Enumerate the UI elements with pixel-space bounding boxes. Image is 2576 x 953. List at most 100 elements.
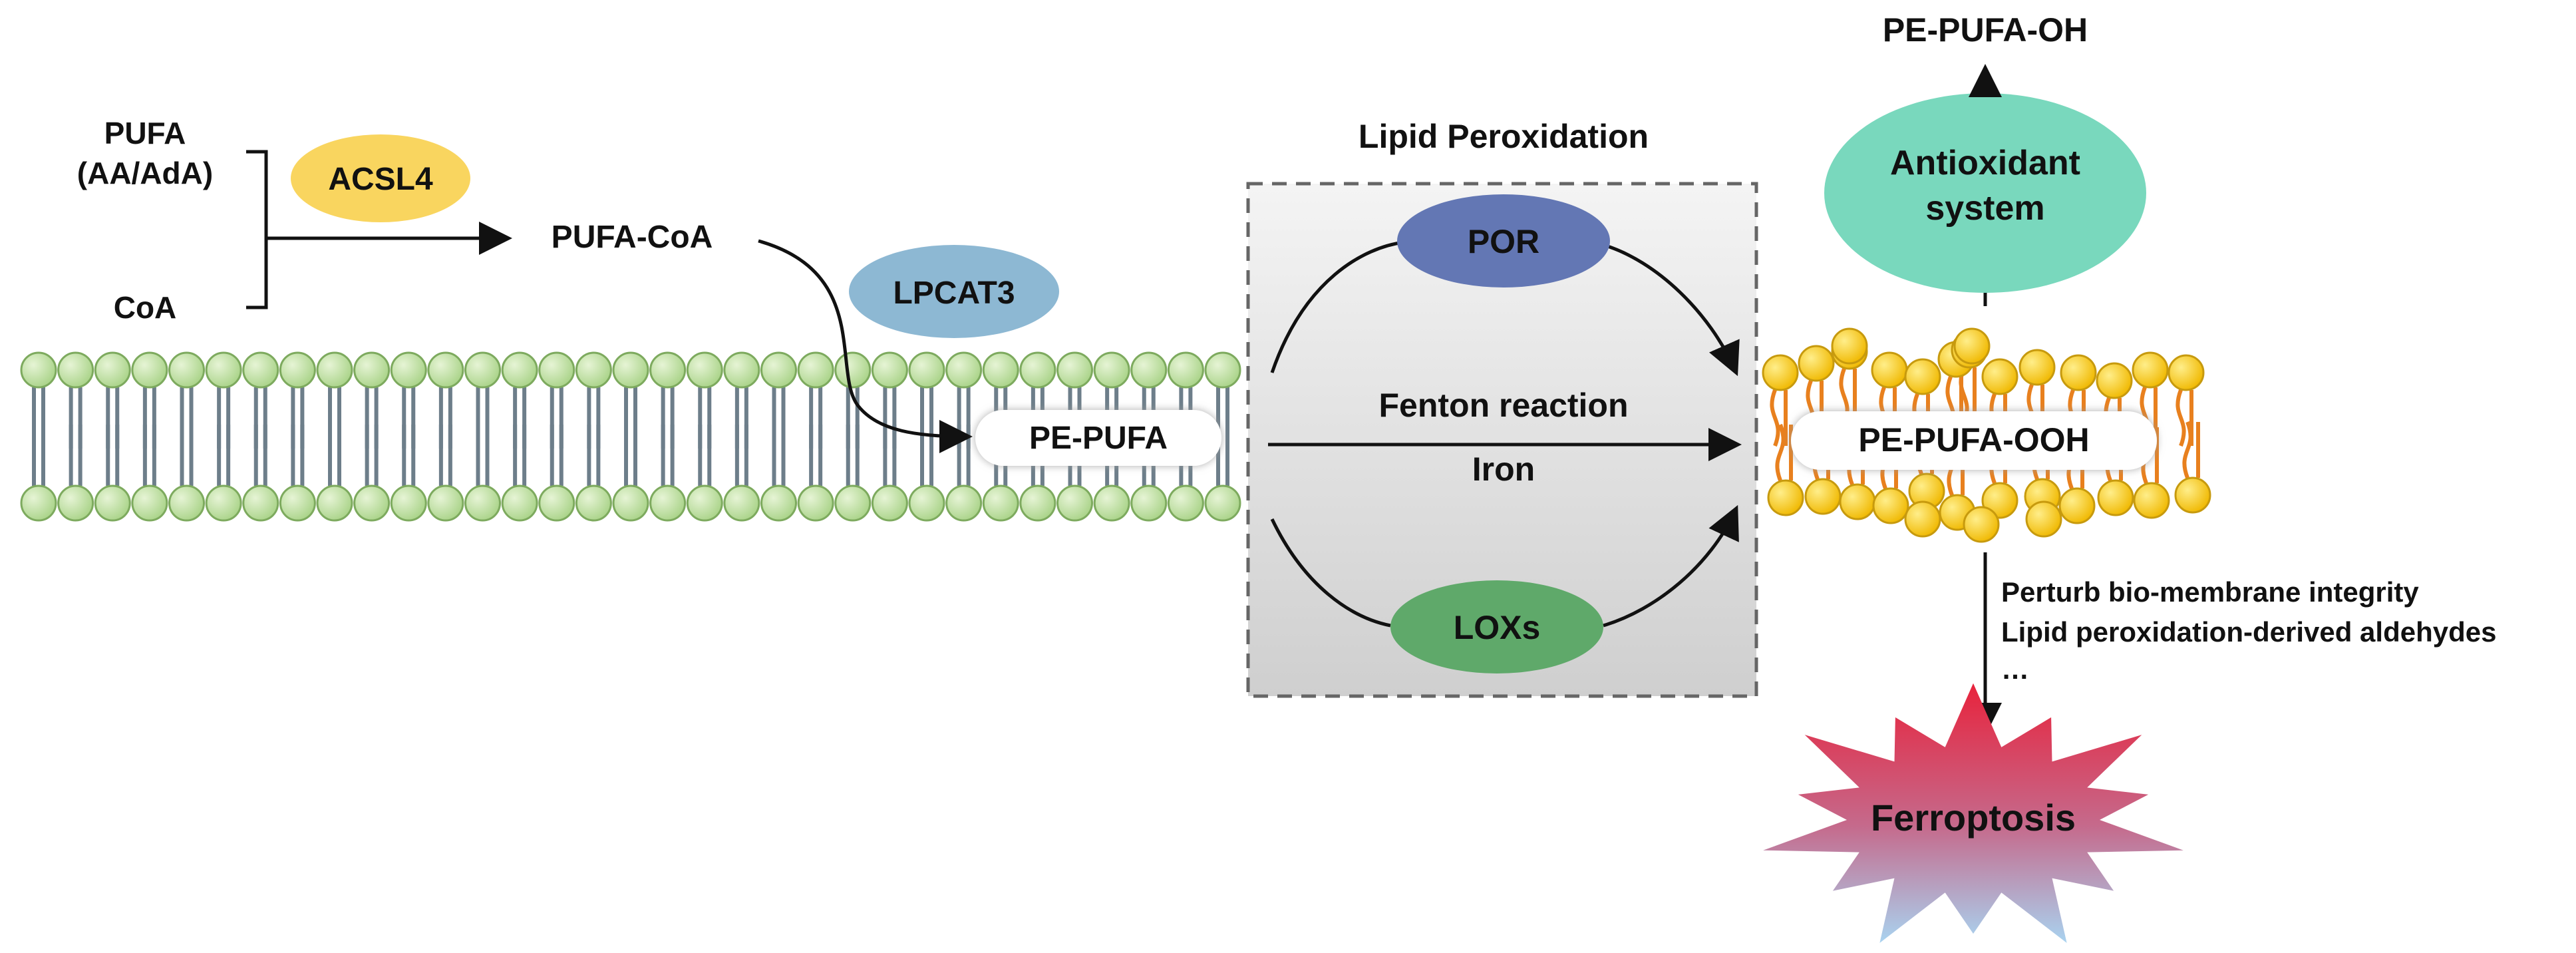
lipid-head: [94, 484, 131, 522]
lipid-tail: [180, 425, 194, 486]
lipid-head: [945, 351, 983, 389]
lipid-head: [464, 484, 501, 522]
lipid-head: [1019, 351, 1056, 389]
pufa-label: PUFA: [104, 116, 186, 150]
lipid-head: [390, 484, 427, 522]
lipid-head: [353, 484, 391, 522]
lipid-head: [945, 484, 983, 522]
lipid-tail-oxidized: [2182, 421, 2200, 479]
lipid-head: [982, 484, 1019, 522]
lipid-tail: [587, 425, 601, 486]
lipid-head: [242, 351, 279, 389]
lipid-head: [1056, 351, 1093, 389]
lipid-head: [316, 351, 353, 389]
lipid-head-oxidized: [1872, 487, 1909, 524]
pufa-coa-label: PUFA-CoA: [552, 220, 713, 255]
lipid-head: [427, 484, 464, 522]
lipid-head-oxidized: [1904, 500, 1941, 538]
loxs-enzyme: [1390, 580, 1603, 673]
lipid-head: [316, 484, 353, 522]
lipid-head: [279, 351, 316, 389]
lpcat3-label: LPCAT3: [893, 276, 1015, 311]
lipid-head: [760, 351, 797, 389]
lpcat3-enzyme: [849, 245, 1059, 338]
lipid-tail: [402, 425, 416, 486]
loxs-label: LOXs: [1454, 609, 1541, 646]
lipid-tail: [106, 425, 120, 486]
lipid-head: [871, 351, 908, 389]
lipid-tail: [142, 425, 156, 486]
lipid-tail: [32, 425, 45, 486]
consequence-ellipsis: …: [2001, 654, 2029, 685]
antioxidant-label-line2: system: [1925, 189, 2044, 228]
lipid-head-oxidized: [2097, 479, 2134, 516]
lipid-tail: [809, 425, 823, 486]
lipid-head-oxidized: [2018, 349, 2056, 386]
por-arrow: [1270, 240, 1735, 373]
lipid-tail: [550, 425, 564, 486]
lipid-head: [501, 351, 538, 389]
lipid-head: [797, 484, 834, 522]
lipid-head: [575, 351, 612, 389]
lipid-head: [871, 484, 908, 522]
lipid-head: [686, 351, 723, 389]
antioxidant-label-line1: Antioxidant: [1890, 144, 2080, 182]
lipid-tail: [846, 425, 860, 486]
lipid-head: [723, 351, 760, 389]
lipid-head: [427, 351, 464, 389]
lipid-tail: [698, 425, 712, 486]
acsl4-enzyme: [291, 134, 470, 222]
lipid-head: [686, 484, 723, 522]
lipid-head: [575, 484, 612, 522]
lipid-head: [205, 484, 242, 522]
lipid-head-oxidized: [1831, 327, 1868, 365]
lipid-head-oxidized: [2025, 500, 2062, 538]
lipid-head: [723, 484, 760, 522]
lipid-head: [242, 484, 279, 522]
lipid-tail: [772, 425, 786, 486]
pe-pufa-oh-label: PE-PUFA-OH: [1883, 11, 2088, 49]
lipid-head: [279, 484, 316, 522]
lipid-head: [1093, 484, 1130, 522]
lipid-tail: [957, 425, 971, 486]
acsl4-label: ACSL4: [328, 162, 433, 197]
lipid-head-oxidized: [1981, 358, 2018, 395]
lipid-head: [834, 351, 872, 389]
lipid-head: [20, 484, 57, 522]
lipid-head-oxidized: [1904, 358, 1941, 395]
lipid-head-oxidized: [2174, 476, 2211, 514]
pe-pufa-ooh-label: PE-PUFA-OOH: [1858, 421, 2089, 459]
lipid-head: [501, 484, 538, 522]
lipid-head: [1167, 351, 1204, 389]
fenton-reaction-label: Fenton reaction: [1378, 387, 1628, 424]
lipid-head-oxidized: [1871, 351, 1908, 389]
por-enzyme: [1397, 194, 1610, 287]
lipid-head: [834, 484, 872, 522]
lipid-head: [168, 351, 205, 389]
pe-pufa-pill: [975, 410, 1221, 466]
lipid-head: [797, 351, 834, 389]
lipid-head: [131, 351, 168, 389]
lipid-tail: [476, 425, 490, 486]
lipid-head-oxidized: [2133, 482, 2170, 519]
lipid-tail: [217, 425, 231, 486]
consequence-aldehydes: Lipid peroxidation-derived aldehydes: [2001, 616, 2496, 648]
lipid-head: [57, 351, 94, 389]
lipid-head: [760, 484, 797, 522]
lipid-head: [94, 351, 131, 389]
lipid-head-oxidized: [1798, 345, 1835, 382]
lipid-peroxidation-title: Lipid Peroxidation: [1359, 118, 1649, 155]
lipid-head: [612, 351, 649, 389]
lipid-head: [464, 351, 501, 389]
pe-pufa-label: PE-PUFA: [1029, 421, 1168, 456]
lipid-head: [57, 484, 94, 522]
lipid-head: [612, 484, 649, 522]
pufa-subtype-label: (AA/AdA): [77, 156, 213, 190]
lipid-head: [1130, 484, 1168, 522]
lipid-head: [649, 484, 687, 522]
lipid-tail: [253, 425, 267, 486]
lipid-head-oxidized: [2058, 487, 2096, 524]
lipid-head: [908, 351, 945, 389]
lipid-tail: [69, 425, 82, 486]
lipid-tail: [734, 425, 748, 486]
